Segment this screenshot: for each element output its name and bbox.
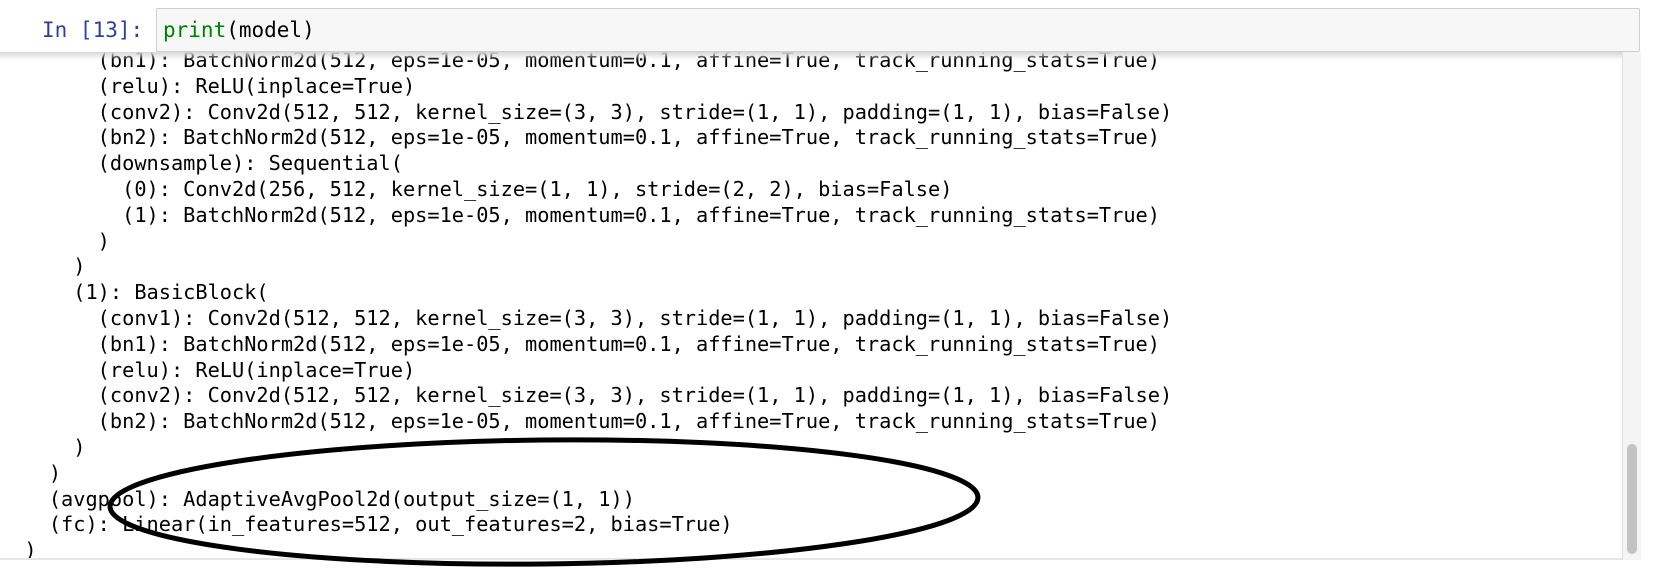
output-line: (conv2): Conv2d(512, 512, kernel_size=(3…: [0, 383, 1173, 408]
output-line: (relu): ReLU(inplace=True): [0, 357, 416, 382]
code-input-area[interactable]: print(model): [156, 8, 1640, 52]
output-line: ): [0, 228, 110, 253]
code-args: (model): [226, 18, 315, 42]
output-line: (bn2): BatchNorm2d(512, eps=1e-05, momen…: [0, 125, 1160, 150]
output-scrollbar[interactable]: [1622, 52, 1641, 560]
output-scrollbar-thumb[interactable]: [1627, 444, 1637, 554]
output-line: (downsample): Sequential(: [0, 151, 403, 176]
code-line: print(model): [163, 16, 315, 44]
input-prompt: In [13]:: [42, 18, 144, 42]
output-line: ): [0, 538, 37, 560]
output-line: (1): BasicBlock(: [0, 280, 269, 305]
cell-output-area[interactable]: (bn1): BatchNorm2d(512, eps=1e-05, momen…: [0, 52, 1622, 560]
output-line: (conv1): Conv2d(512, 512, kernel_size=(3…: [0, 305, 1173, 330]
output-line: ): [0, 434, 86, 459]
output-line: (avgpool): AdaptiveAvgPool2d(output_size…: [0, 486, 635, 511]
output-scroll-shadow: [0, 52, 1622, 60]
output-line: ): [0, 460, 62, 485]
output-line: (1): BatchNorm2d(512, eps=1e-05, momentu…: [0, 202, 1160, 227]
output-line: (fc): Linear(in_features=512, out_featur…: [0, 512, 733, 537]
code-builtin-print: print: [163, 18, 227, 42]
output-bottom-border: [0, 558, 1622, 560]
output-line: (0): Conv2d(256, 512, kernel_size=(1, 1)…: [0, 176, 953, 201]
output-line: (bn1): BatchNorm2d(512, eps=1e-05, momen…: [0, 331, 1160, 356]
output-line: (relu): ReLU(inplace=True): [0, 73, 416, 98]
output-line: (bn2): BatchNorm2d(512, eps=1e-05, momen…: [0, 409, 1160, 434]
output-line: ): [0, 254, 86, 279]
output-line: (conv2): Conv2d(512, 512, kernel_size=(3…: [0, 99, 1173, 124]
output-text: (bn1): BatchNorm2d(512, eps=1e-05, momen…: [0, 52, 1172, 560]
